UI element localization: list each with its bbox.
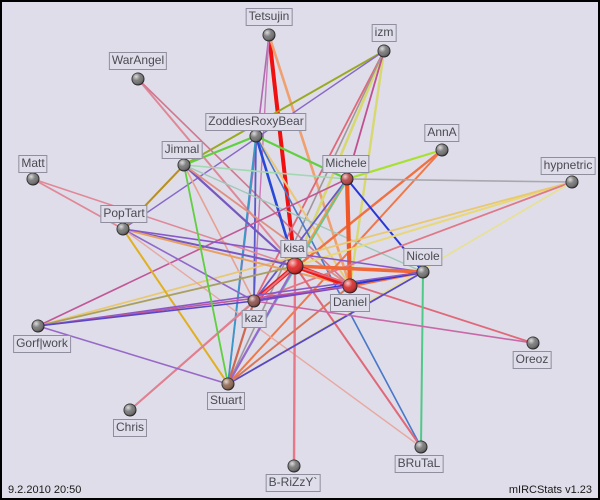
graph-edge — [227, 285, 351, 385]
graph-node-highlight — [32, 320, 44, 332]
graph-node-highlight — [287, 258, 303, 274]
graph-edge — [129, 300, 255, 411]
graph-node-highlight — [117, 223, 129, 235]
graph-edge — [292, 264, 297, 468]
graph-edge — [122, 228, 255, 302]
app-version-text: mIRCStats v1.23 — [508, 484, 592, 496]
graph-node-highlight — [132, 73, 144, 85]
node-label-nicole: Nicole — [403, 248, 443, 266]
graph-node-highlight — [124, 404, 136, 416]
node-label-anna: AnnA — [424, 124, 460, 142]
graph-edge — [227, 135, 257, 385]
graph-edge — [183, 164, 229, 385]
graph-node-highlight — [27, 173, 39, 185]
graph-edge — [255, 135, 351, 287]
graph-edge — [294, 181, 573, 267]
graph-edge — [253, 135, 257, 302]
graph-edge — [182, 163, 297, 268]
node-label-b-rizzy-: B-RiZzY` — [265, 474, 321, 492]
graph-edge — [346, 178, 573, 183]
graph-node-highlight — [341, 173, 353, 185]
node-label-gorf-work: Gorf|work — [13, 335, 71, 353]
node-label-zoddiesroxybear: ZoddiesRoxyBear — [205, 113, 307, 131]
graph-edge — [227, 271, 424, 385]
graph-node-highlight — [222, 378, 234, 390]
node-label-daniel: Daniel — [329, 294, 371, 312]
graph-node-highlight — [527, 337, 539, 349]
graph-node-highlight — [263, 29, 275, 41]
node-label-tetsujin: Tetsujin — [245, 8, 293, 26]
node-label-stuart: Stuart — [206, 392, 246, 410]
graph-edge — [37, 178, 348, 327]
graph-edge — [294, 265, 422, 448]
graph-node-highlight — [248, 295, 260, 307]
node-label-kaz: kaz — [241, 310, 267, 328]
graph-node-highlight — [343, 279, 357, 293]
graph-edge — [255, 135, 422, 448]
graph-node-highlight — [417, 266, 429, 278]
graph-edge — [183, 164, 424, 273]
node-label-warangel: WarAngel — [108, 52, 168, 70]
graph-edge — [420, 271, 424, 448]
node-label-poptart: PopTart — [100, 205, 148, 223]
graph-edge — [183, 50, 385, 166]
graph-edge — [253, 181, 573, 302]
graph-edge — [345, 148, 444, 181]
node-label-oreoz: Oreoz — [512, 351, 552, 369]
node-label-izm: izm — [371, 24, 397, 42]
graph-node-highlight — [415, 441, 427, 453]
graph-edge — [137, 78, 296, 267]
graph-node-highlight — [378, 45, 390, 57]
graph-edge — [122, 228, 422, 448]
node-label-kisa: kisa — [280, 240, 308, 258]
graph-edge — [253, 300, 534, 344]
node-layer — [26, 28, 579, 473]
graph-edge — [122, 228, 351, 287]
graph-node-highlight — [178, 159, 190, 171]
graph-edge — [253, 34, 270, 302]
node-label-hypnetric: hypnetric — [540, 157, 596, 175]
node-label-matt: Matt — [18, 155, 48, 173]
graph-edge — [32, 178, 296, 267]
node-label-brutal: BRuTaL — [394, 455, 444, 473]
graph-edge — [122, 228, 424, 273]
graph-node-highlight — [288, 460, 300, 472]
node-label-chris: Chris — [112, 419, 148, 437]
graph-edge — [37, 300, 255, 327]
graph-edge — [294, 265, 534, 344]
graph-edge — [293, 264, 425, 274]
graph-node-highlight — [566, 176, 578, 188]
graph-edge — [37, 265, 296, 327]
timestamp-text: 9.2.2010 20:50 — [8, 484, 82, 496]
graph-node-highlight — [436, 144, 448, 156]
graph-node-highlight — [250, 130, 262, 142]
graph-edge — [183, 164, 348, 180]
graph-edge — [182, 134, 258, 167]
node-label-jimnal: Jimnal — [161, 141, 203, 159]
node-label-michele: Michele — [322, 155, 370, 173]
graph-edge — [122, 228, 296, 267]
